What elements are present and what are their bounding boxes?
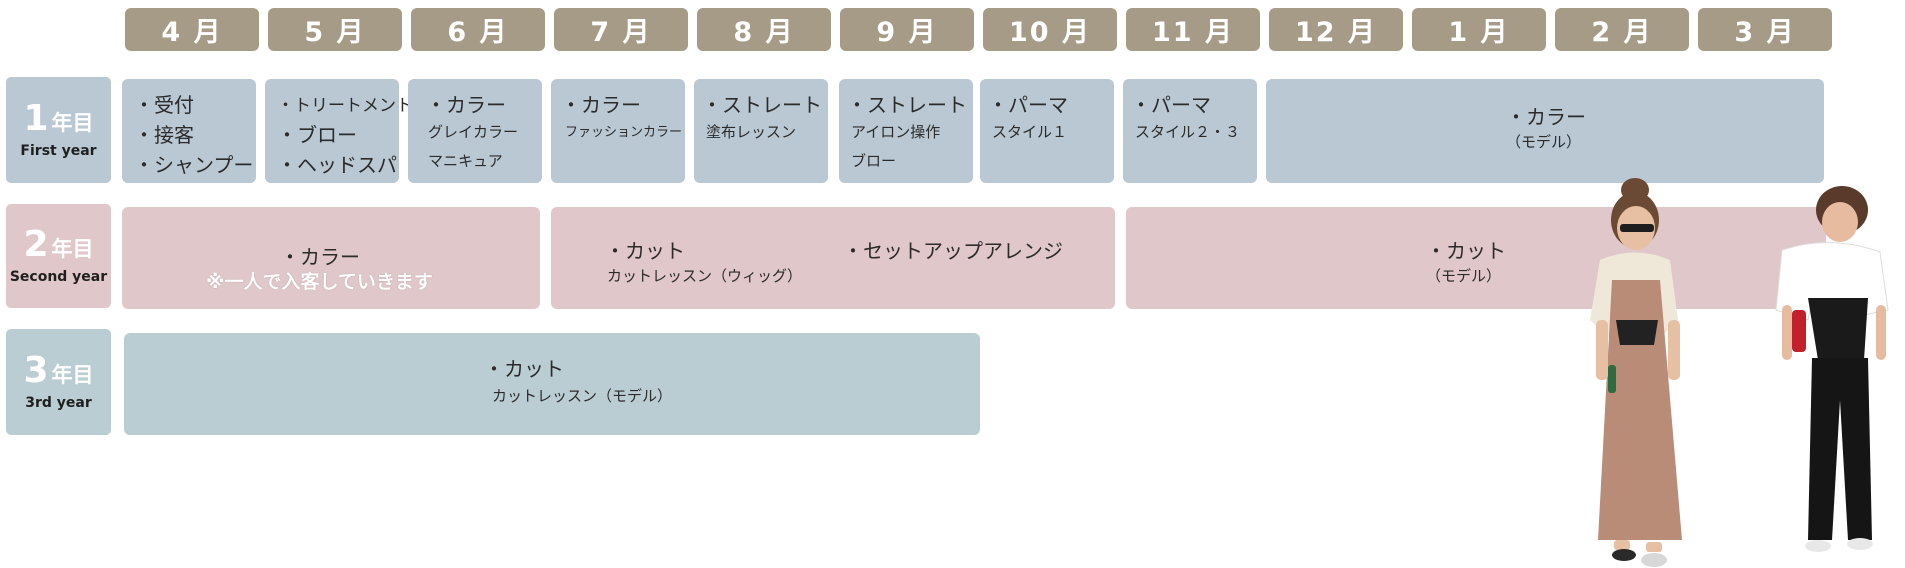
year-english: Second year [9, 269, 108, 285]
year1-cell-apr: ・受付 ・接客 ・シャンプー [122, 79, 256, 183]
year1-cell-oct: ・パーマ スタイル１ [980, 79, 1114, 183]
year1-cell-jun: ・カラー グレイカラー マニキュア [408, 79, 542, 183]
year-english: 3rd year [25, 395, 92, 411]
year2-cell-jul-oct: ・カット カットレッスン（ウィッグ） ・セットアップアレンジ [551, 207, 1115, 309]
year2-cell-nov-mar: ・カット （モデル） [1126, 207, 1826, 309]
month-header-apr: 4 月 [125, 8, 259, 51]
month-header-feb: 2 月 [1555, 8, 1689, 51]
month-header-may: 5 月 [268, 8, 402, 51]
topic-line: カットレッスン（ウィッグ） [607, 267, 803, 285]
month-header-dec: 12 月 [1269, 8, 1403, 51]
month-header-sep: 9 月 [840, 8, 974, 51]
year1-cell-nov: ・パーマ スタイル２・３ [1123, 79, 1257, 183]
year1-cell-aug: ・ストレート 塗布レッスン [694, 79, 828, 183]
topic-line: ・ストレート [847, 93, 967, 117]
month-header-nov: 11 月 [1126, 8, 1260, 51]
year3-cell-apr-sep: ・カット カットレッスン（モデル） [124, 333, 980, 435]
year-suffix: 年目 [51, 363, 94, 387]
topic-line: アイロン操作 [851, 123, 941, 141]
topic-line: ・受付 [134, 93, 194, 117]
topic-line: ・ストレート [702, 93, 822, 117]
topic-note: ※一人で入客していきます [206, 271, 433, 293]
year-suffix: 年目 [51, 111, 94, 135]
topic-line: ・カット [1426, 239, 1506, 263]
topic-line: ・カラー [280, 245, 360, 269]
topic-line: ・ヘッドスパ [277, 153, 397, 177]
year-english: First year [20, 143, 97, 159]
month-header-jul: 7 月 [554, 8, 688, 51]
topic-line: ・パーマ [1131, 93, 1211, 117]
topic-line: ・シャンプー [134, 153, 254, 177]
year-number: 1 [23, 98, 49, 139]
year1-cell-dec-mar: ・カラー （モデル） [1266, 79, 1824, 183]
topic-line: スタイル１ [992, 123, 1068, 141]
topic-line: マニキュア [428, 152, 503, 170]
year-number: 3 [23, 350, 49, 391]
year1-cell-sep: ・ストレート アイロン操作 ブロー [839, 79, 973, 183]
topic-line: ・カラー [1506, 105, 1586, 129]
month-header-jan: 1 月 [1412, 8, 1546, 51]
year-number: 2 [23, 224, 49, 265]
topic-line: ・カット [484, 357, 564, 381]
topic-line: スタイル２・３ [1135, 123, 1241, 141]
topic-line: ・セットアップアレンジ [843, 239, 1063, 263]
month-header-oct: 10 月 [983, 8, 1117, 51]
year-suffix: 年目 [51, 237, 94, 261]
month-header-jun: 6 月 [411, 8, 545, 51]
topic-line: ・パーマ [988, 93, 1068, 117]
topic-line: 塗布レッスン [706, 123, 797, 141]
topic-line: グレイカラー [428, 123, 519, 141]
woman-left [1590, 178, 1682, 567]
year2-cell-apr-jun: ・カラー ※一人で入客していきます [122, 207, 540, 309]
topic-line: ・接客 [134, 123, 194, 147]
woman-right [1775, 186, 1889, 552]
month-header-aug: 8 月 [697, 8, 831, 51]
year1-cell-jul: ・カラー ファッションカラー [551, 79, 685, 183]
two-women-walking-photo [1590, 178, 1889, 567]
topic-line: ファッションカラー [565, 125, 683, 140]
year1-cell-may: ・トリートメント ・ブロー ・ヘッドスパ [265, 79, 413, 183]
topic-line: ・カット [605, 239, 685, 263]
topic-line: ・カラー [426, 93, 506, 117]
topic-line: ・トリートメント [277, 96, 413, 116]
topic-line: （モデル） [1506, 133, 1582, 151]
month-header-mar: 3 月 [1698, 8, 1832, 51]
topic-line: ・カラー [561, 93, 641, 117]
topic-line: ・ブロー [277, 123, 357, 147]
topic-line: （モデル） [1426, 267, 1502, 285]
topic-line: ブロー [851, 152, 897, 170]
topic-line: カットレッスン（モデル） [492, 387, 673, 405]
